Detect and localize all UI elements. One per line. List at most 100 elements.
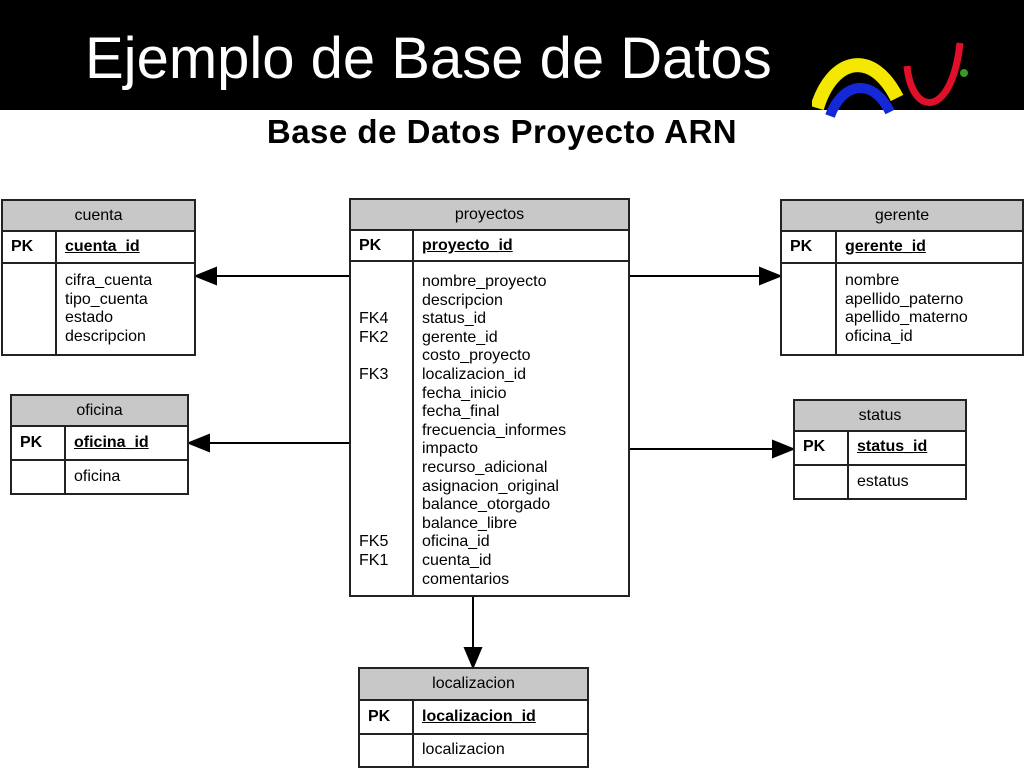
- attribute: estatus: [857, 473, 909, 490]
- entity-name: cuenta: [3, 201, 194, 232]
- attribute-list: estatus: [849, 466, 909, 498]
- attribute: localizacion: [422, 741, 505, 758]
- attributes-row: cifra_cuenta tipo_cuenta estado descripc…: [3, 264, 194, 354]
- pk-row: PK proyecto_id: [351, 231, 628, 262]
- pk-field: gerente_id: [845, 238, 926, 255]
- attribute: frecuencia_informes: [422, 421, 567, 439]
- pk-field: status_id: [857, 438, 928, 455]
- attribute: nombre: [845, 272, 900, 289]
- attribute: oficina_id: [845, 327, 913, 345]
- fk-label: [359, 422, 412, 441]
- entity-cuenta: cuenta PK cuenta_id cifra_cuenta tipo_cu…: [1, 199, 196, 356]
- attribute: apellido_materno: [845, 309, 968, 327]
- fk-label: [359, 292, 412, 311]
- key-column: [3, 264, 57, 354]
- attribute: balance_libre: [422, 514, 518, 532]
- fk-label: FK5: [359, 533, 389, 551]
- pk-row: PK gerente_id: [782, 232, 1022, 264]
- arrowhead-cuenta: [193, 266, 217, 286]
- entity-oficina: oficina PK oficina_id oficina: [10, 394, 189, 495]
- fk-column: FK4 FK2 FK3 FK5 FK1: [351, 262, 414, 595]
- attribute: localizacion_id: [422, 365, 527, 383]
- fk-label: [359, 440, 412, 459]
- attribute: balance_otorgado: [422, 496, 551, 514]
- pk-label: PK: [795, 432, 849, 464]
- attributes-row: estatus: [795, 466, 965, 498]
- arrowhead-localizacion: [463, 647, 483, 670]
- fk-label: FK1: [359, 551, 389, 569]
- pk-row: PK cuenta_id: [3, 232, 194, 264]
- fk-label: [359, 403, 412, 422]
- entity-status: status PK status_id estatus: [793, 399, 967, 500]
- pk-label: PK: [3, 232, 57, 262]
- attribute: costo_proyecto: [422, 347, 531, 365]
- attribute: status_id: [422, 310, 487, 328]
- fk-label: [359, 496, 412, 515]
- attribute: descripcion: [422, 291, 503, 309]
- key-column: [360, 735, 414, 766]
- slide-header: Ejemplo de Base de Datos: [0, 0, 1024, 118]
- attributes-row: FK4 FK2 FK3 FK5 FK1 nombre_proyecto desc…: [351, 262, 628, 595]
- pk-field: localizacion_id: [422, 708, 536, 725]
- arrowhead-status: [772, 439, 796, 459]
- diagram-title: Base de Datos Proyecto ARN: [266, 113, 738, 150]
- attributes-row: localizacion: [360, 735, 587, 766]
- attribute: comentarios: [422, 570, 510, 588]
- attribute-list: localizacion: [414, 735, 505, 766]
- fk-label: FK3: [359, 365, 389, 383]
- key-column: [782, 264, 837, 354]
- arrowhead-gerente: [759, 266, 783, 286]
- attribute: impacto: [422, 440, 479, 458]
- pk-field: cuenta_id: [65, 238, 140, 255]
- attribute: oficina_id: [422, 533, 490, 551]
- fk-label: [359, 273, 412, 292]
- entity-name: proyectos: [351, 200, 628, 231]
- entity-proyectos: proyectos PK proyecto_id FK4 FK2 FK3 FK5…: [349, 198, 630, 597]
- entity-name: status: [795, 401, 965, 432]
- entity-name: oficina: [12, 396, 187, 427]
- attribute: asignacion_original: [422, 477, 559, 495]
- fk-label: FK4: [359, 310, 389, 328]
- attribute: tipo_cuenta: [65, 290, 148, 308]
- pk-label: PK: [360, 701, 414, 733]
- fk-label: [359, 459, 412, 478]
- attribute-list: oficina: [66, 461, 120, 493]
- fk-label: [359, 347, 412, 366]
- fk-label: FK2: [359, 328, 389, 346]
- attribute-list: cifra_cuenta tipo_cuenta estado descripc…: [57, 264, 152, 354]
- attributes-row: nombre apellido_paterno apellido_materno…: [782, 264, 1022, 354]
- attribute-list: nombre_proyecto descripcion status_id ge…: [414, 262, 566, 595]
- pk-label: PK: [351, 231, 414, 260]
- attribute: nombre_proyecto: [422, 273, 547, 290]
- attribute: apellido_paterno: [845, 290, 964, 308]
- attribute: cuenta_id: [422, 551, 492, 569]
- attribute: gerente_id: [422, 328, 498, 346]
- pk-row: PK localizacion_id: [360, 701, 587, 735]
- pk-row: PK status_id: [795, 432, 965, 466]
- fk-label: [359, 385, 412, 404]
- slide-title: Ejemplo de Base de Datos: [85, 26, 772, 91]
- attribute: descripcion: [65, 327, 146, 345]
- attribute: estado: [65, 309, 114, 327]
- attribute: oficina: [74, 468, 121, 485]
- attribute-list: nombre apellido_paterno apellido_materno…: [837, 264, 968, 354]
- pk-label: PK: [12, 427, 66, 459]
- attribute: fecha_final: [422, 403, 500, 421]
- pk-field: proyecto_id: [422, 237, 513, 254]
- logo-icon: [812, 42, 968, 118]
- attribute: cifra_cuenta: [65, 272, 153, 289]
- entity-name: gerente: [782, 201, 1022, 232]
- attribute: fecha_inicio: [422, 384, 507, 402]
- key-column: [12, 461, 66, 493]
- pk-row: PK oficina_id: [12, 427, 187, 461]
- fk-label: [359, 571, 412, 590]
- pk-label: PK: [782, 232, 837, 262]
- pk-field: oficina_id: [74, 434, 149, 451]
- entity-gerente: gerente PK gerente_id nombre apellido_pa…: [780, 199, 1024, 356]
- fk-label: [359, 478, 412, 497]
- entity-localizacion: localizacion PK localizacion_id localiza…: [358, 667, 589, 768]
- attributes-row: oficina: [12, 461, 187, 493]
- entity-name: localizacion: [360, 669, 587, 701]
- fk-label: [359, 515, 412, 534]
